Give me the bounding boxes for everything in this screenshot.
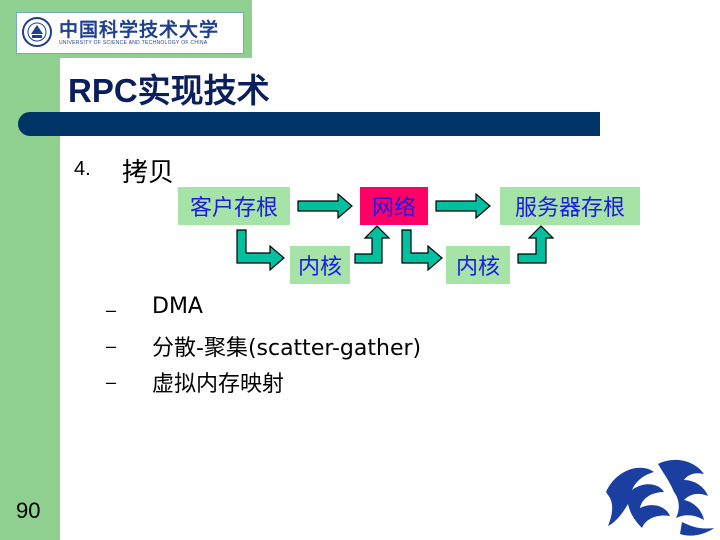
server-stub-box: 服务器存根 [500,187,640,225]
dragon-logo-icon [606,459,714,536]
network-box: 网络 [360,187,428,225]
university-emblem-icon [22,17,52,47]
bullet-text-dma: DMA [152,294,203,319]
kernel-right-box: 内核 [446,246,510,284]
bullet-dash: – [106,300,117,320]
title-underline-bar [18,112,600,136]
bullet-text-virtual-memory: 虚拟内存映射 [152,372,285,397]
bullet-dash: – [106,372,117,392]
bullet-dash: – [106,336,117,356]
arrow-network-to-server [435,192,491,220]
kernel-left-box: 内核 [290,246,350,284]
arrow-client-to-network [297,192,353,220]
client-stub-box: 客户存根 [178,187,290,225]
slide-title: RPC实现技术 [68,72,270,109]
arrow-kernel-to-server [517,225,555,264]
university-name-en: UNIVERSITY OF SCIENCE AND TECHNOLOGY OF … [59,40,208,46]
university-name-cn: 中国科学技术大学 [59,19,220,41]
arrow-kernel-to-network [354,225,391,264]
item-number: 4. [74,158,91,180]
sidebar-band [0,0,60,540]
arrow-network-to-kernel [401,229,443,272]
university-logo: 中国科学技术大学 UNIVERSITY OF SCIENCE AND TECHN… [16,12,244,54]
item-title: 拷贝 [122,158,175,188]
arrow-client-to-kernel [236,229,285,272]
bullet-text-scatter-gather: 分散-聚集(scatter-gather) [152,336,422,361]
page-number: 90 [16,498,41,523]
